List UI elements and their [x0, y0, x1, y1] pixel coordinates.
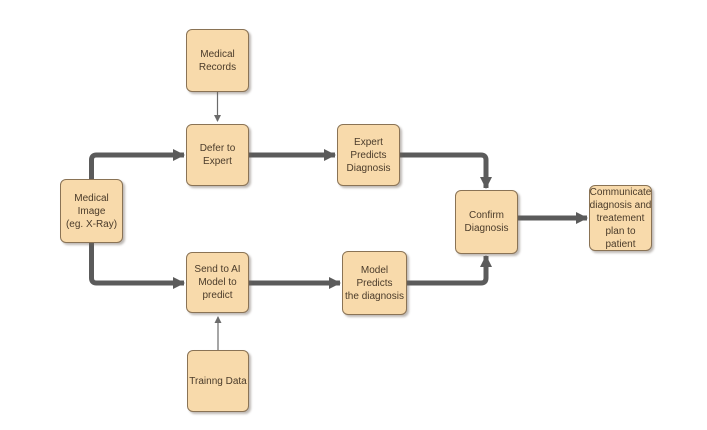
node-expert-predicts-diagnosis[interactable]: Expert Predicts Diagnosis — [337, 124, 400, 186]
edge-expert-predicts-to-confirm[interactable] — [400, 152, 492, 189]
node-confirm-diagnosis[interactable]: Confirm Diagnosis — [455, 190, 518, 254]
edge-medical-image-to-defer-to-expert[interactable] — [89, 149, 185, 179]
edge-model-predicts-to-confirm[interactable] — [407, 255, 492, 286]
node-medical-image[interactable]: Medical Image (eg. X-Ray) — [60, 179, 123, 243]
node-medical-records[interactable]: Medical Records — [186, 29, 249, 92]
node-defer-to-expert[interactable]: Defer to Expert — [186, 124, 249, 186]
node-training-data[interactable]: Trainng Data — [187, 350, 249, 412]
node-send-to-ai-model[interactable]: Send to AI Model to predict — [186, 252, 249, 313]
edge-medical-image-to-send-to-ai[interactable] — [89, 243, 185, 289]
node-model-predicts-diagnosis[interactable]: Model Predicts the diagnosis — [342, 251, 407, 315]
node-communicate-plan[interactable]: Communicate diagnosis and treatement pla… — [589, 185, 652, 251]
